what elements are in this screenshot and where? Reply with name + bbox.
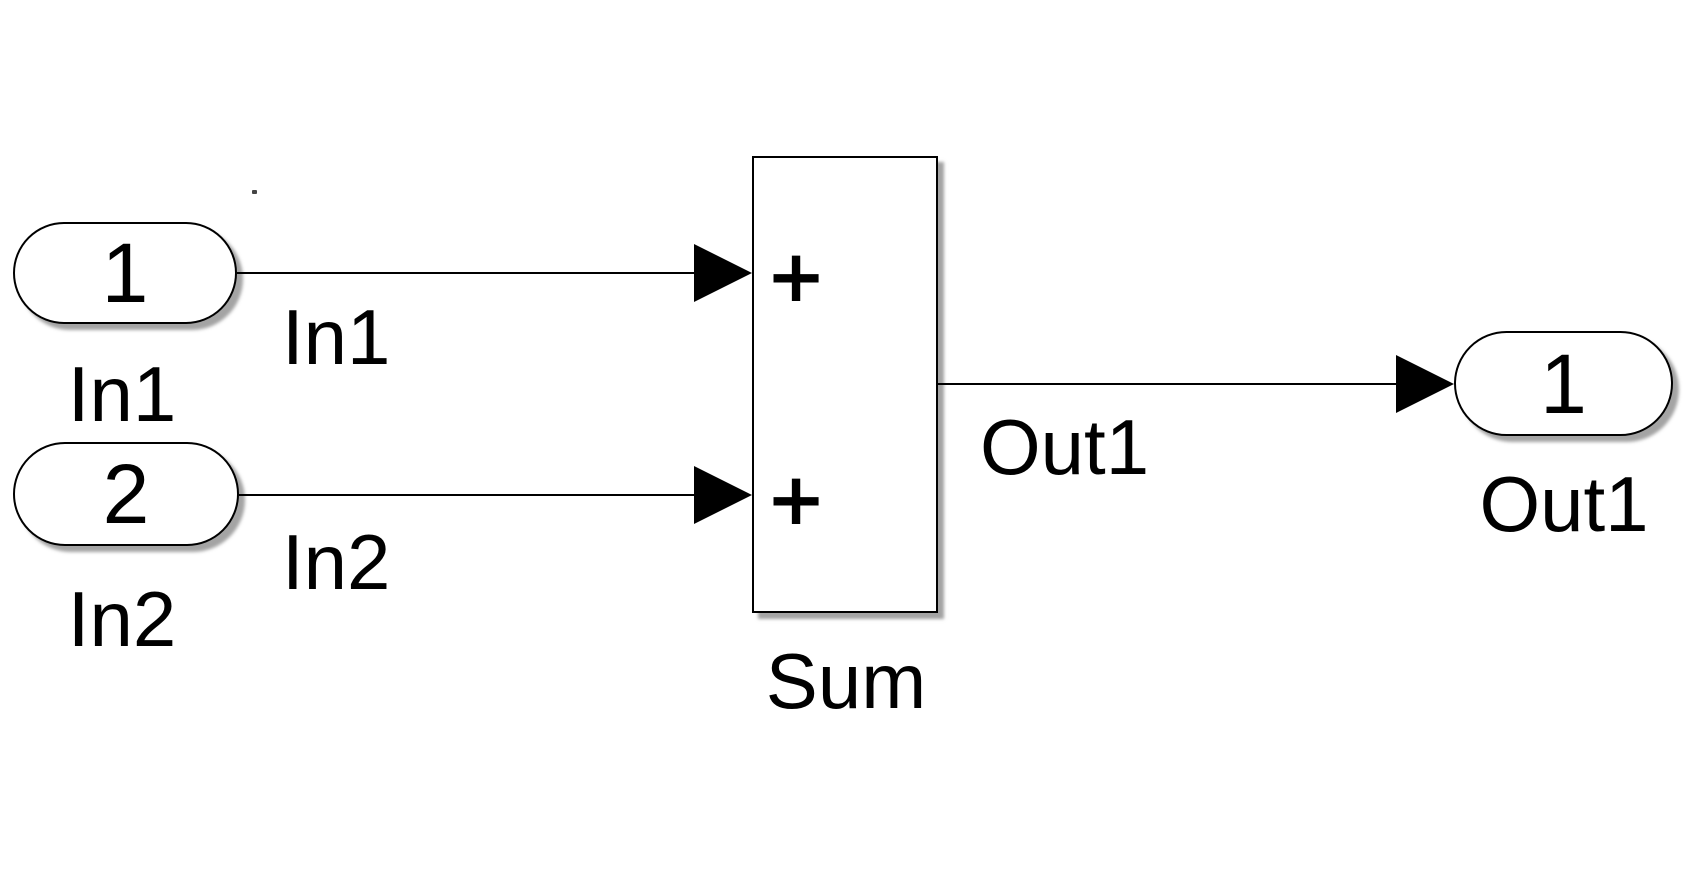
outport-out1-port-number: 1 xyxy=(1540,336,1587,431)
outport-out1-name-label[interactable]: Out1 xyxy=(1479,460,1649,548)
signal-line-in1-to-sum[interactable] xyxy=(237,272,697,274)
signal-line-in2-to-sum[interactable] xyxy=(239,494,697,496)
inport-in1-port-number: 1 xyxy=(101,226,149,320)
sum-block-name-label[interactable]: Sum xyxy=(765,637,927,725)
signal-line-sum-to-out1[interactable] xyxy=(938,383,1398,385)
inport-in2-port-number: 2 xyxy=(102,447,150,541)
inport-in2-name-label[interactable]: In2 xyxy=(67,575,177,663)
inport-in1-name-label[interactable]: In1 xyxy=(67,350,177,438)
arrowhead-icon-in1 xyxy=(694,244,752,302)
signal-label-out1[interactable]: Out1 xyxy=(980,403,1150,491)
signal-label-in2[interactable]: In2 xyxy=(282,518,391,606)
signal-label-in1[interactable]: In1 xyxy=(282,293,391,381)
sum-plus-sign-top: + xyxy=(765,234,827,319)
sum-plus-sign-bottom: + xyxy=(765,457,827,542)
arrowhead-icon-out1 xyxy=(1396,355,1454,413)
annotation-dot xyxy=(252,190,257,194)
outport-block-out1[interactable]: 1 xyxy=(1454,331,1673,436)
arrowhead-icon-in2 xyxy=(694,466,752,524)
sum-block[interactable]: + + xyxy=(752,156,938,613)
inport-block-in1[interactable]: 1 xyxy=(13,222,237,324)
inport-block-in2[interactable]: 2 xyxy=(13,442,239,546)
